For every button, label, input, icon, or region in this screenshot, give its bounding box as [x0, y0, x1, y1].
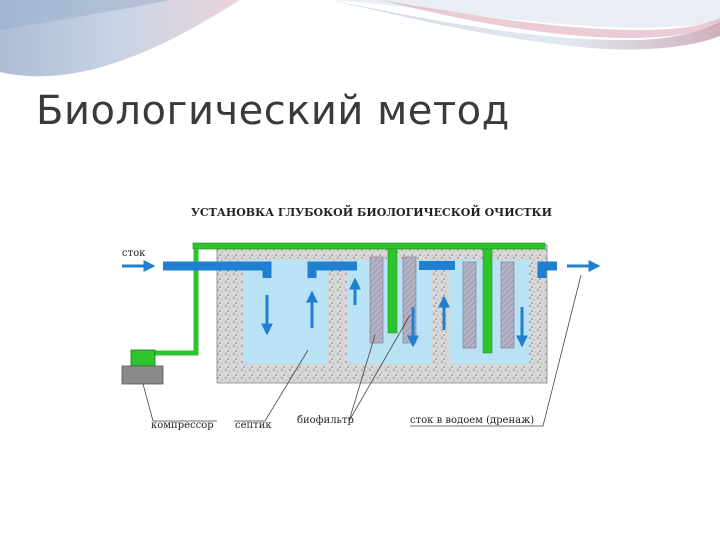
transfer-pipe-1	[419, 261, 455, 270]
slide-title: Биологический метод	[36, 88, 510, 134]
leader-biofilter-1	[348, 334, 376, 422]
header-wave-decoration	[0, 0, 720, 77]
label-septic: септик	[235, 420, 272, 431]
leader-septic	[234, 349, 309, 422]
compressor-base	[121, 365, 164, 385]
label-compressor: компрессор	[151, 420, 214, 431]
diagram-heading: УСТАНОВКА ГЛУБОКОЙ БИОЛОГИЧЕСКОЙ ОЧИСТКИ	[191, 204, 552, 219]
air-supply-line	[192, 242, 546, 250]
label-outflow: сток в водоем (дренаж)	[410, 415, 534, 426]
air-diffuser-2	[482, 248, 493, 354]
filter-cartridge-3	[462, 261, 477, 349]
filter-cartridge-1	[369, 256, 384, 344]
label-inflow: сток	[122, 248, 146, 259]
leader-biofilter-2	[348, 314, 411, 422]
compressor-head	[130, 349, 156, 367]
air-supply-riser	[155, 249, 199, 356]
filter-cartridge-4	[500, 261, 515, 349]
leader-outflow	[410, 274, 582, 427]
inflow-pipe	[163, 261, 272, 278]
air-diffuser-1	[387, 248, 398, 334]
chamber-2-outflow-pipe	[537, 261, 557, 278]
treatment-plant-diagram: УСТАНОВКА ГЛУБОКОЙ БИОЛОГИЧЕСКОЙ ОЧИСТКИ	[105, 185, 620, 460]
label-biofilter: биофильтр	[297, 415, 354, 426]
septic-outflow-pipe	[307, 261, 357, 278]
leader-compressor	[142, 383, 217, 422]
